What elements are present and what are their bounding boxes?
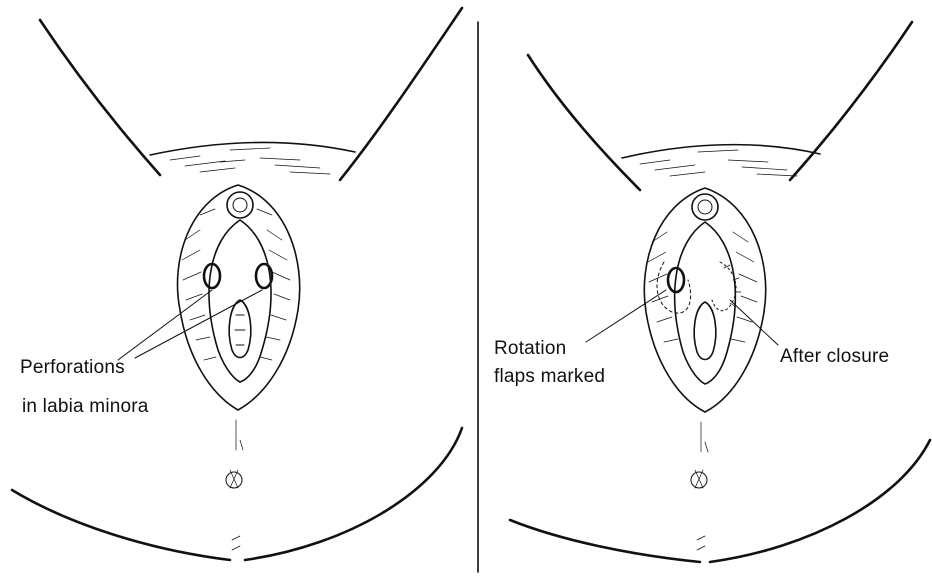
closure-leader: [730, 300, 778, 345]
clitoris-r: [698, 200, 712, 214]
left-thigh-outline-r: [528, 55, 640, 190]
closure-label: After closure: [780, 346, 889, 367]
left-buttock-r: [510, 520, 700, 562]
right-thigh-outline-r: [790, 22, 912, 180]
clitoral-hood: [227, 192, 253, 218]
right-panel: Rotation flaps marked After closure: [494, 22, 930, 562]
rotation-label-line2: flaps marked: [494, 366, 605, 387]
vaginal-opening: [229, 300, 251, 358]
perforations-label-line1: Perforations: [20, 357, 125, 378]
rotation-leader: [586, 290, 666, 342]
anus: [226, 472, 242, 488]
right-buttock: [245, 428, 462, 560]
right-thigh-outline: [340, 8, 462, 180]
labia-hatching: [182, 209, 290, 360]
rotation-label-line1: Rotation: [494, 338, 566, 359]
vaginal-opening-r: [694, 302, 716, 360]
left-thigh-outline: [40, 20, 160, 175]
clitoral-hood-r: [692, 194, 718, 220]
left-panel: Perforations in labia minora: [12, 8, 462, 560]
pubic-hatching-r: [640, 150, 797, 176]
perineum-line: [236, 420, 243, 450]
anus-r: [691, 472, 707, 488]
labia-majora: [177, 185, 299, 410]
pubic-line-r: [622, 145, 820, 158]
clitoris: [233, 198, 247, 212]
perforation-leader-left: [118, 290, 212, 360]
left-buttock: [12, 490, 230, 560]
labia-hatching-r: [648, 232, 757, 342]
pubic-hatching: [170, 148, 330, 174]
right-buttock-r: [710, 440, 930, 562]
perforations-label-line2: in labia minora: [22, 396, 149, 417]
